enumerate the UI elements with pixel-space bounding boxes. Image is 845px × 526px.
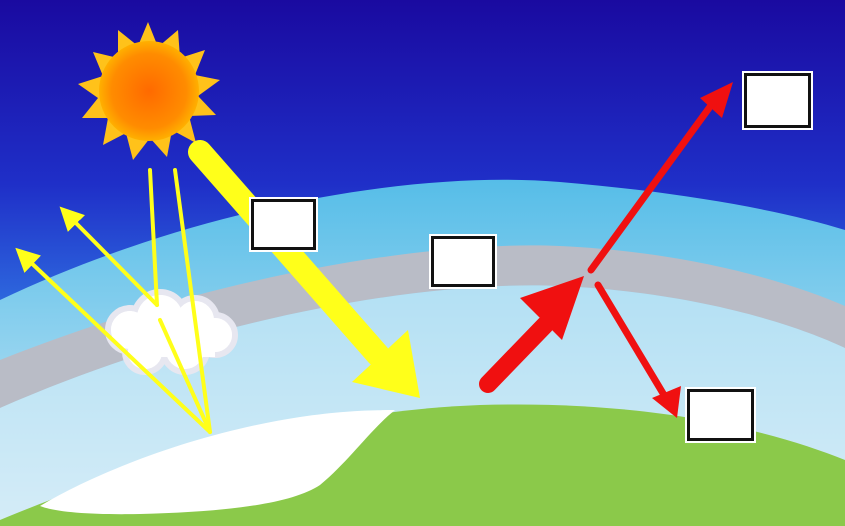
label-box-reradiated-to-earth[interactable] [687,389,754,441]
label-box-greenhouse-layer[interactable] [431,236,495,287]
label-box-incoming-sunlight[interactable] [251,199,316,250]
label-box-escaping-to-space[interactable] [744,73,811,128]
